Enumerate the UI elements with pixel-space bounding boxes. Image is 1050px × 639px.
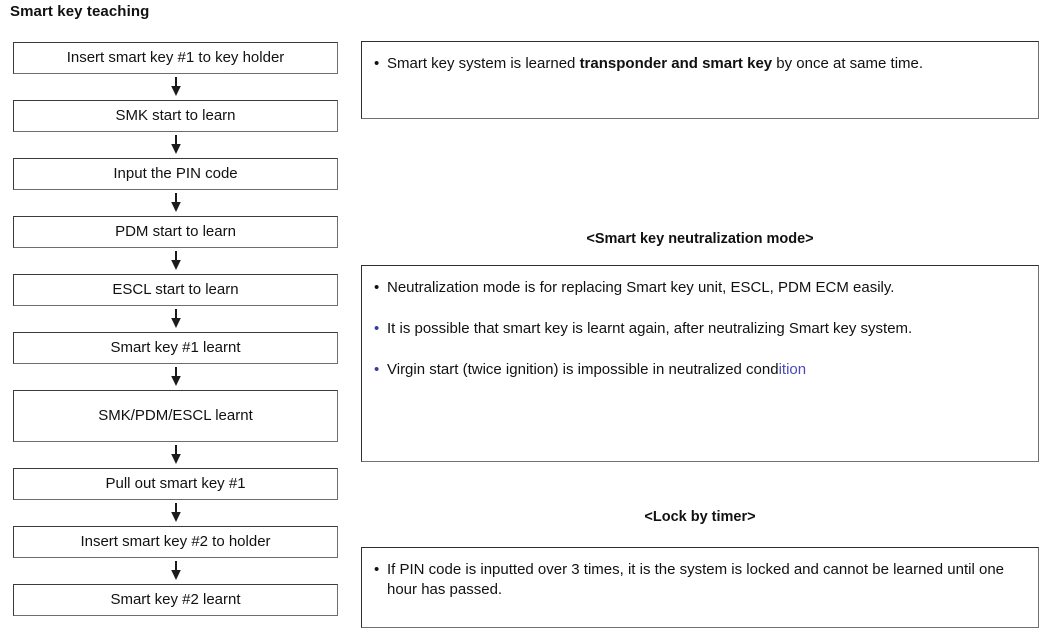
flow-step-label: Smart key #2 learnt [110, 591, 241, 609]
section-heading-lock-by-timer: <Lock by timer> [644, 509, 756, 525]
bullet-text-pre: Virgin start (twice ignition) is impossi… [387, 360, 779, 378]
bullet-text-bold: transponder and smart key [579, 55, 773, 72]
list-item: • Virgin start (twice ignition) is impos… [374, 360, 1024, 380]
bullet-text: Neutralization mode is for replacing Sma… [387, 279, 895, 296]
arrow-down-icon [170, 367, 181, 386]
flow-connector [13, 558, 338, 584]
list-item: • Neutralization mode is for replacing S… [374, 278, 1024, 298]
list-item: • If PIN code is inputted over 3 times, … [374, 560, 1024, 600]
flow-connector [13, 74, 338, 100]
bullet-blue-icon: • [374, 319, 380, 337]
arrow-down-icon [170, 135, 181, 154]
bullet-blue-icon: • [374, 360, 380, 378]
note-box-smart-key-system: • Smart key system is learned transponde… [361, 41, 1039, 119]
flow-step-label: Insert smart key #1 to key holder [66, 49, 285, 67]
arrow-down-icon [170, 445, 181, 464]
arrow-down-icon [170, 251, 181, 270]
bullet-text-pre: Smart key system is learned [387, 55, 580, 72]
note-box-neutralization: • Neutralization mode is for replacing S… [361, 265, 1039, 462]
flow-step-label: ESCL start to learn [112, 281, 239, 299]
flow-connector [13, 500, 338, 526]
bullet-text-post: by once at same time. [772, 55, 924, 72]
bullet-text: It is possible that smart key is learnt … [387, 319, 913, 337]
flow-step-label: Smart key #1 learnt [110, 339, 241, 357]
flow-step-box: ESCL start to learn [13, 274, 338, 306]
flow-step-box: Pull out smart key #1 [13, 468, 338, 500]
page-title: Smart key teaching [10, 3, 150, 20]
bullet-text: Smart key system is learned transponder … [387, 54, 1024, 74]
flow-step-label: Input the PIN code [113, 165, 238, 183]
flow-step-box: Insert smart key #1 to key holder [13, 42, 338, 74]
flow-step-box: Smart key #2 learnt [13, 584, 338, 616]
flow-step-box: Insert smart key #2 to holder [13, 526, 338, 558]
arrow-down-icon [170, 193, 181, 212]
bullet-text-highlight: ition [778, 360, 807, 378]
flow-step-label: SMK start to learn [115, 107, 236, 125]
flow-connector [13, 364, 338, 390]
flow-step-box: Smart key #1 learnt [13, 332, 338, 364]
flow-connector [13, 306, 338, 332]
arrow-down-icon [170, 309, 181, 328]
flow-step-box: PDM start to learn [13, 216, 338, 248]
flow-step-label: Pull out smart key #1 [105, 475, 246, 493]
list-item: • Smart key system is learned transponde… [374, 54, 1024, 74]
flow-step-label: Insert smart key #2 to holder [80, 533, 271, 551]
flow-connector [13, 248, 338, 274]
flow-connector [13, 442, 338, 468]
flow-connector [13, 132, 338, 158]
flow-step-label: SMK/PDM/ESCL learnt [98, 407, 253, 425]
section-heading-neutralization: <Smart key neutralization mode> [586, 231, 814, 247]
bullet-black-icon: • [374, 279, 380, 296]
flow-step-box: SMK/PDM/ESCL learnt [13, 390, 338, 442]
flow-step-box: Input the PIN code [13, 158, 338, 190]
bullet-text: Virgin start (twice ignition) is impossi… [387, 360, 1024, 380]
arrow-down-icon [170, 77, 181, 96]
bullet-black-icon: • [374, 55, 380, 72]
arrow-down-icon [170, 561, 181, 580]
flow-connector [13, 190, 338, 216]
arrow-down-icon [170, 503, 181, 522]
flow-step-label: PDM start to learn [115, 223, 236, 241]
bullet-text: If PIN code is inputted over 3 times, it… [387, 561, 1004, 598]
flow-step-box: SMK start to learn [13, 100, 338, 132]
bullet-black-icon: • [374, 561, 380, 578]
list-item: • It is possible that smart key is learn… [374, 319, 1024, 339]
note-box-lock-by-timer: • If PIN code is inputted over 3 times, … [361, 547, 1039, 628]
